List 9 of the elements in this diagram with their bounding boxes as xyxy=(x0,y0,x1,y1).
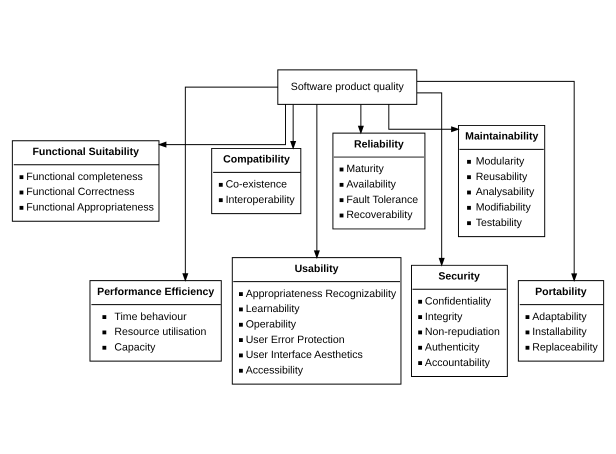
arrow xyxy=(388,104,460,132)
arrow xyxy=(290,104,296,150)
arrow xyxy=(416,80,578,282)
arrow xyxy=(158,104,286,148)
arrow xyxy=(314,104,320,259)
arrow xyxy=(358,104,364,134)
arrow xyxy=(182,86,278,282)
node-box: Software product quality xyxy=(277,69,418,105)
arrow xyxy=(416,92,445,267)
